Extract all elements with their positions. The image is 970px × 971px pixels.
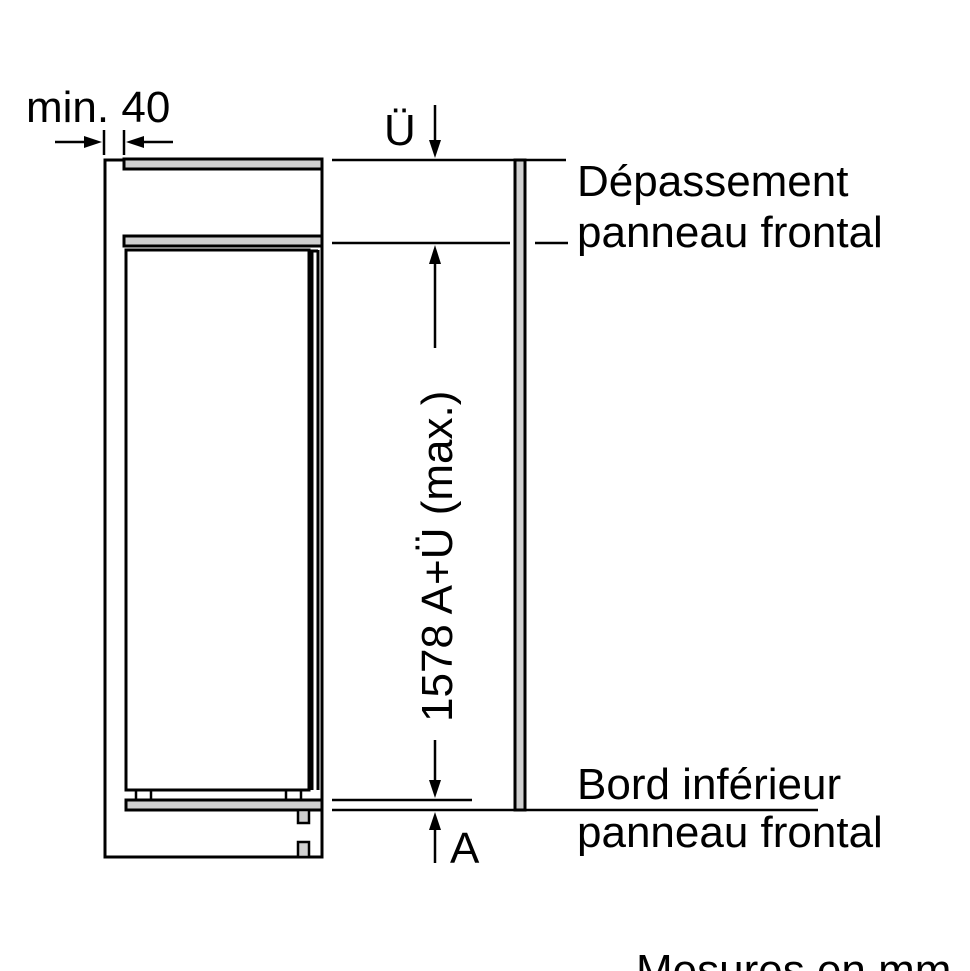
bottom-gap-arrow [429,812,441,863]
top-label-line1: Dépassement [577,157,848,206]
front-panel-top-strip [122,234,324,248]
units-note: Mesures en mm [636,946,951,971]
min-gap-dimension [55,130,173,155]
overhang-symbol: Ü [384,106,416,155]
bottom-label-line1: Bord inférieur [577,760,841,809]
front-panel [513,158,527,812]
cabinet-niche [103,158,324,859]
top-label-line2: panneau frontal [577,208,883,257]
bottom-gap-symbol: A [450,824,480,873]
appliance-body [124,248,320,792]
min-gap-label: min. 40 [26,83,170,132]
reference-lines [332,158,818,812]
overhang-arrow [429,105,441,158]
front-panel-bottom-strip [124,798,324,812]
plinth-blocks [296,808,311,859]
appliance-feet [134,790,303,800]
bottom-label-line2: panneau frontal [577,808,883,857]
top-cover-strip [122,157,324,171]
height-dimension-label: 1578 A+Ü (max.) [413,391,462,722]
height-dimension-arrows [429,245,441,798]
